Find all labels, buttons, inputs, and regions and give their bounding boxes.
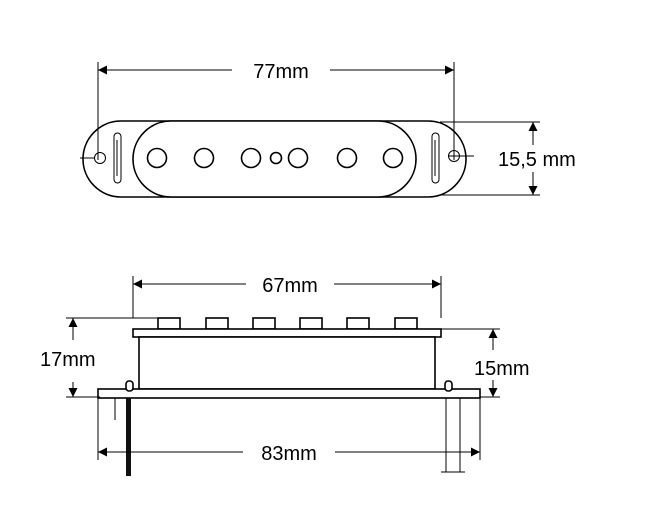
top-height-dimension: 15,5 mm	[440, 121, 576, 196]
side-base-width-dimension: 83mm	[97, 398, 481, 465]
side-height-dimension: 17mm	[40, 317, 160, 398]
screw-left	[125, 380, 134, 392]
pole-piece	[382, 147, 404, 169]
top-height-label: 15,5 mm	[498, 149, 576, 171]
side-height-label: 17mm	[40, 349, 96, 371]
pole-top	[157, 317, 181, 330]
side-base-width-label: 83mm	[261, 443, 317, 465]
pole-piece	[193, 147, 215, 169]
top-flange	[132, 328, 442, 338]
side-body-height-label: 15mm	[474, 358, 530, 380]
pole-top	[205, 317, 229, 330]
mounting-hole-left	[94, 152, 106, 164]
pickup-side-view: 67mm 17mm 15mm 83mm	[40, 275, 530, 476]
pole-piece	[336, 147, 358, 169]
pole-top	[394, 317, 418, 330]
bobbin-body	[138, 336, 436, 390]
side-top-width-label: 67mm	[262, 275, 318, 297]
lead-wire	[126, 398, 131, 476]
side-baseplate	[97, 388, 481, 399]
pole-top	[346, 317, 370, 330]
mounting-slot-left	[113, 132, 122, 184]
pole-piece	[240, 147, 262, 169]
mounting-slot-right	[431, 132, 440, 184]
pole-top	[252, 317, 276, 330]
small-hole	[269, 151, 283, 165]
pickup-top-view: 77mm 15,5 mm	[80, 61, 576, 198]
top-width-label: 77mm	[253, 61, 309, 83]
pole-top	[299, 317, 323, 330]
pole-piece	[287, 147, 309, 169]
screw-right	[444, 380, 453, 392]
top-width-dimension: 77mm	[97, 61, 455, 160]
side-top-width-dimension: 67mm	[132, 275, 442, 318]
side-body-height-dimension: 15mm	[441, 328, 530, 398]
pole-piece	[146, 147, 168, 169]
